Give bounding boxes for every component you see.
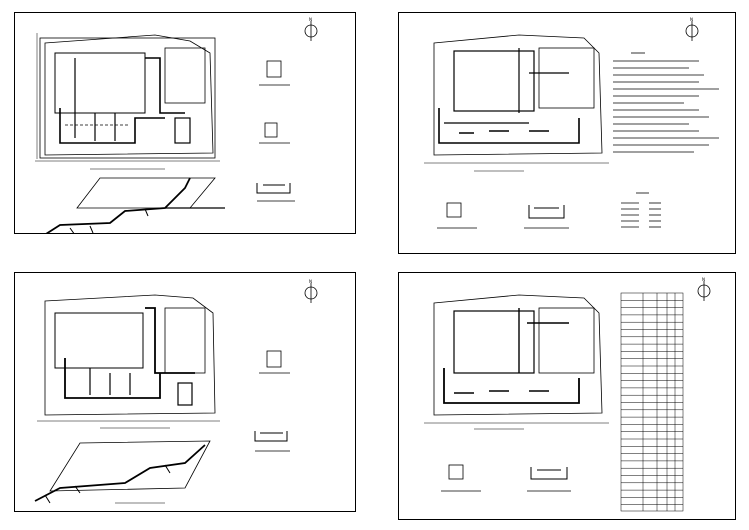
north-arrow-icon: N <box>304 17 318 41</box>
drawing-sheet-1: N <box>14 12 356 234</box>
north-arrow-icon: N <box>697 277 711 301</box>
north-arrow-icon: N <box>304 279 318 303</box>
site-plan <box>37 294 220 422</box>
detail-blocks <box>441 464 571 492</box>
legend-block <box>621 192 661 228</box>
drawing-sheet-4: N <box>398 272 736 520</box>
north-label: N <box>309 17 312 22</box>
north-label: N <box>309 279 312 284</box>
north-label: N <box>690 17 693 22</box>
north-arrow-icon: N <box>685 17 699 41</box>
sheet-3-drawing: N <box>34 279 318 504</box>
isometric-diagram <box>45 177 225 233</box>
sheet-1-drawing: N <box>35 17 318 233</box>
notes-block <box>613 52 719 153</box>
site-plan <box>424 34 609 164</box>
drawing-sheet-2: N <box>398 12 736 254</box>
detail-blocks <box>437 202 569 229</box>
isometric-diagram <box>34 440 211 504</box>
detail-blocks <box>254 350 290 452</box>
north-label: N <box>702 277 705 282</box>
equipment-table <box>620 292 684 512</box>
site-plan <box>35 33 220 162</box>
sheet-4-drawing: N <box>424 277 711 512</box>
detail-blocks <box>256 60 295 202</box>
sheet-2-drawing: N <box>424 17 719 229</box>
equipment-table-rows <box>621 300 683 505</box>
site-plan <box>424 294 609 424</box>
drawing-sheet-3: N <box>14 272 356 512</box>
